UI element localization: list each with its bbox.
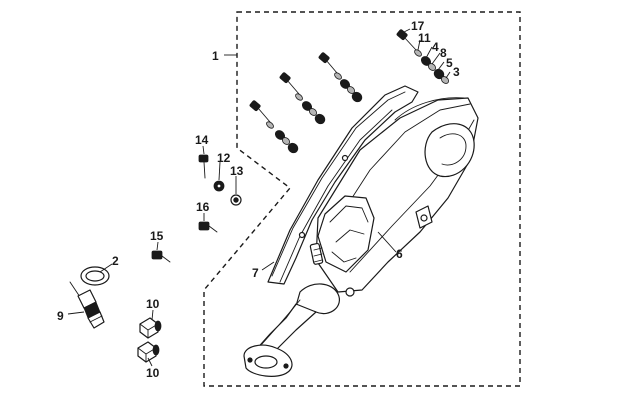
mount-bolt-set-3 [318, 52, 363, 103]
callout-10-lower: 10 [146, 366, 160, 380]
heat-shield [267, 85, 419, 285]
callout-5: 5 [446, 56, 453, 70]
callout-2: 2 [112, 254, 119, 268]
sensor-boss [309, 242, 324, 265]
mount-bolt-set-4 [396, 29, 450, 84]
exhaust-pipe [253, 283, 340, 357]
muffler-assembly [243, 85, 479, 377]
callout-13: 13 [230, 164, 244, 178]
oxygen-sensor-9 [69, 281, 105, 329]
catalyst-cover [317, 195, 375, 273]
bolt-14 [198, 154, 209, 179]
mount-bolt-set-1 [249, 100, 299, 154]
leader-lines [67, 28, 451, 367]
callout-14: 14 [195, 133, 209, 147]
callout-labels: 1 2 3 4 5 6 7 8 9 10 10 11 12 13 14 15 1… [57, 19, 460, 380]
nut-13 [230, 194, 242, 206]
callout-10-upper: 10 [146, 297, 160, 311]
assembly-boundary [203, 11, 521, 387]
callout-16: 16 [196, 200, 210, 214]
washer-12 [213, 180, 225, 192]
callout-7: 7 [252, 266, 259, 280]
callout-6: 6 [396, 247, 403, 261]
callout-15: 15 [150, 229, 164, 243]
callout-4: 4 [432, 40, 439, 54]
nut-10-upper [139, 317, 162, 339]
callout-12: 12 [217, 151, 231, 165]
bolt-15 [151, 250, 171, 263]
bolt-16 [198, 221, 218, 233]
mount-bolt-set-2 [279, 72, 326, 125]
exhaust-flange [243, 344, 293, 377]
callout-8: 8 [440, 46, 447, 60]
callout-3: 3 [453, 65, 460, 79]
callout-9: 9 [57, 309, 64, 323]
callout-1: 1 [212, 49, 219, 63]
callout-11: 11 [418, 31, 431, 45]
gasket-2 [80, 266, 110, 286]
nut-10-lower [137, 341, 160, 363]
callout-17: 17 [411, 19, 425, 33]
muffler-mount-bolts [249, 29, 450, 154]
